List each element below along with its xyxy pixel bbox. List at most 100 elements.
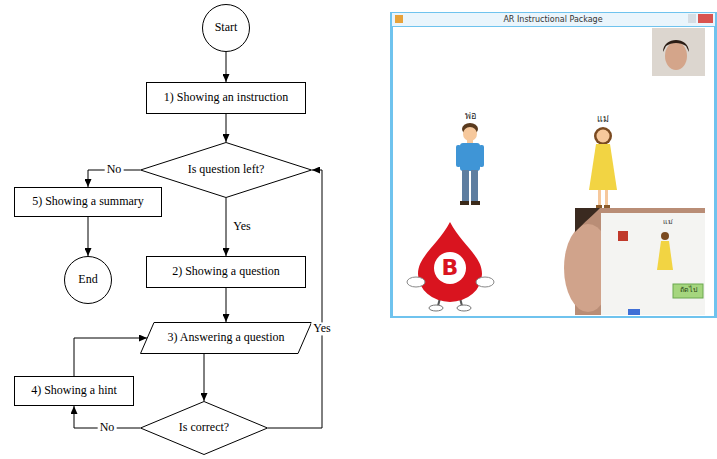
node-text: 2) Showing a question	[172, 265, 280, 279]
foot	[429, 305, 443, 311]
mother-figure	[589, 127, 617, 208]
marker-square	[628, 309, 640, 315]
card-name: แม่	[663, 219, 673, 227]
diamond-shape	[141, 402, 268, 455]
blood-type-letter: B	[442, 256, 459, 280]
flow-arrow	[74, 406, 140, 428]
webcam-inset	[652, 28, 705, 76]
leg	[462, 170, 469, 202]
terminal-circle	[203, 5, 250, 52]
node-outline	[146, 256, 306, 288]
process-box: 2) Showing a question	[146, 256, 306, 288]
process-box: 4) Showing a hint	[14, 376, 134, 406]
marker-card	[601, 213, 705, 315]
card-dress	[657, 241, 673, 270]
dress	[589, 144, 617, 190]
node-text: Is correct?	[179, 421, 229, 435]
node-text: 4) Showing a hint	[31, 384, 117, 398]
node-outline	[140, 142, 312, 198]
edge-label: No	[105, 163, 124, 176]
leg	[471, 170, 478, 202]
title-bar	[392, 13, 715, 26]
next-button-text: ถัดไป	[680, 287, 697, 295]
shoe	[460, 201, 469, 205]
content-area	[393, 27, 714, 316]
glove	[407, 277, 425, 287]
node-outline	[14, 376, 134, 406]
arm	[456, 145, 461, 167]
window-frame	[390, 12, 717, 318]
edge-label: Yes	[311, 322, 332, 335]
decision-diamond: Is question left?	[140, 142, 312, 198]
shoe	[604, 205, 610, 208]
terminal-circle	[65, 257, 112, 304]
leg	[605, 190, 608, 206]
character-name: พ่อ	[465, 112, 476, 122]
head	[597, 130, 610, 143]
node-text: Is question left?	[188, 163, 265, 177]
flow-arrow	[88, 217, 89, 256]
io-parallelogram: 3) Answering a question	[140, 322, 312, 354]
next-button	[673, 284, 703, 298]
rect-shape	[147, 83, 306, 114]
close-button	[698, 14, 713, 23]
card-head	[661, 232, 669, 240]
drop-body	[418, 222, 482, 302]
parallelogram-shape	[141, 323, 312, 354]
hair	[594, 127, 612, 145]
hair	[575, 208, 600, 232]
head	[463, 127, 477, 141]
node-text: End	[78, 273, 97, 287]
node-text: 1) Showing an instruction	[164, 91, 288, 105]
edge-label: No	[98, 421, 117, 434]
father-figure	[456, 123, 484, 205]
foot	[457, 305, 471, 311]
minimize-button	[688, 14, 696, 23]
camera-view	[564, 208, 705, 315]
node-outline	[140, 401, 268, 455]
flow-arrow	[226, 52, 227, 82]
shirt	[460, 143, 480, 171]
webcam-frame	[652, 28, 705, 76]
node-outline	[146, 82, 306, 114]
rect-shape	[15, 188, 162, 217]
flow-arrow	[226, 198, 227, 256]
start-terminal: Start	[202, 4, 250, 52]
hair	[663, 40, 689, 52]
end-terminal: End	[64, 256, 112, 304]
node-text: 5) Showing a summary	[32, 195, 144, 209]
flow-arrow	[268, 170, 322, 428]
flow-arrow	[88, 170, 140, 187]
rect-shape	[147, 257, 306, 288]
decision-diamond: Is correct?	[140, 401, 268, 455]
flow-arrow	[226, 288, 227, 322]
face	[665, 42, 687, 70]
arm	[479, 145, 484, 167]
process-box: 1) Showing an instruction	[146, 82, 306, 114]
node-outline	[64, 256, 112, 304]
process-box: 5) Showing a summary	[14, 187, 162, 217]
node-outline	[14, 187, 162, 217]
flow-arrow	[204, 354, 205, 401]
blood-drop-mascot	[407, 222, 494, 311]
marker-square	[618, 231, 628, 241]
glove	[476, 277, 494, 287]
badge	[434, 252, 466, 284]
node-text: 3) Answering a question	[168, 331, 285, 345]
window-title: AR Instructional Package	[503, 15, 602, 24]
app-window	[390, 12, 717, 318]
edge-label: Yes	[231, 220, 252, 233]
leg	[598, 190, 601, 206]
app-icon	[395, 15, 403, 23]
flow-arrow	[74, 338, 147, 376]
shoe	[471, 201, 480, 205]
shoe	[596, 205, 602, 208]
diamond-shape	[141, 143, 312, 198]
node-outline	[202, 4, 250, 52]
node-text: Start	[215, 21, 238, 35]
